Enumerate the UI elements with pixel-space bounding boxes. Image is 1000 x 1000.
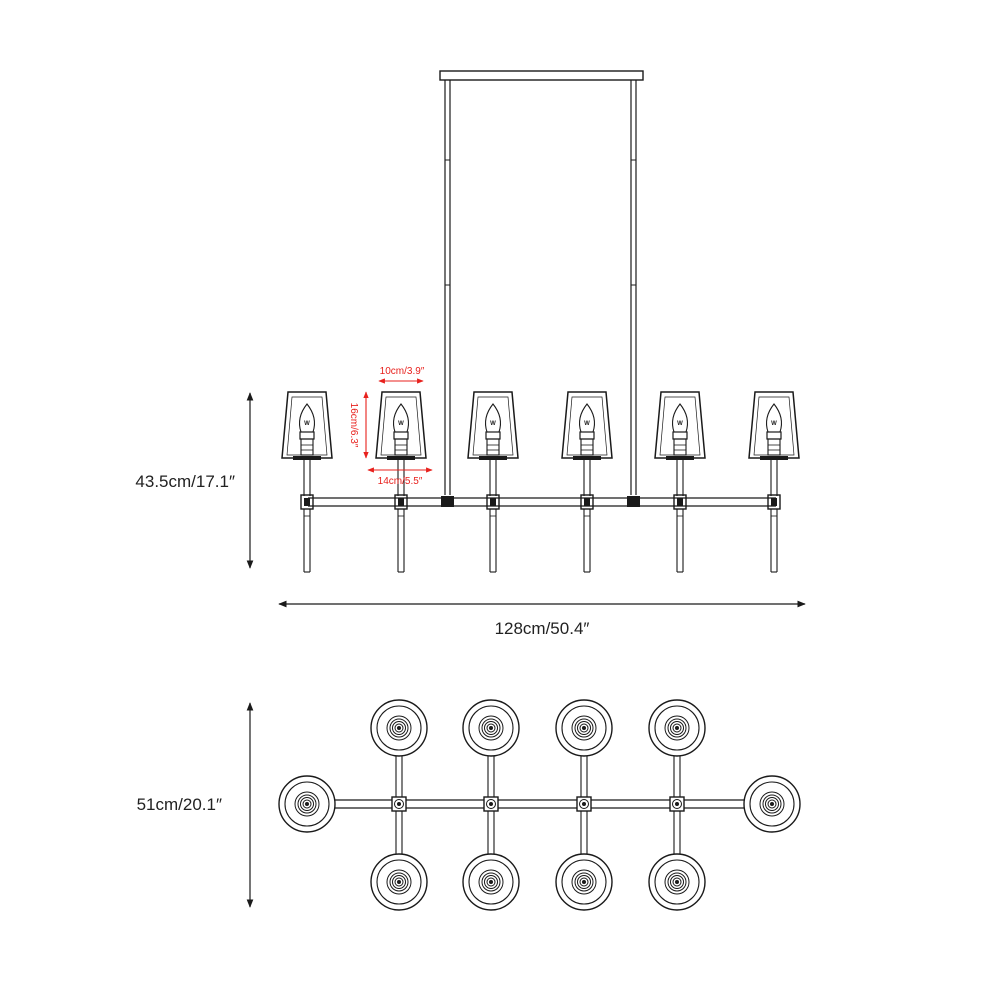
top-cross-arms [395,728,681,882]
rod-joint-left [441,496,454,507]
hub-3 [576,796,592,812]
bulb-mark: W [398,421,404,427]
socket-body [673,438,687,456]
top-plan-view [278,699,801,911]
socket-body [767,438,781,456]
bulb-icon [298,403,316,433]
hub-4 [669,796,685,812]
lamp-arm-6: W [748,391,800,573]
bulb-icon [392,403,410,433]
socket-body [486,438,500,456]
lamp-arm-3: W [467,391,519,573]
cup-end-right [743,775,801,833]
bulb-icon [671,403,689,433]
bulb-mark: W [771,421,777,427]
cup-top-4 [648,699,706,757]
socket-body [300,438,314,456]
shade-collar [387,456,415,460]
lamp-shade-frame [753,396,795,456]
lamp-shade [281,391,333,459]
hub-1 [391,796,407,812]
bulb-mark: W [304,421,310,427]
lamp-shade [375,391,427,459]
hub-2 [483,796,499,812]
shade-collar [760,456,788,460]
bulb-socket [299,431,315,440]
shade-height-label: 16cm/6.3″ [348,403,359,448]
lamp-arm-4: W [561,391,613,573]
shade-top-width-label: 10cm/3.9″ [380,366,425,377]
lamp-shade [654,391,706,459]
bulb-icon [765,403,783,433]
cup-top-2 [462,699,520,757]
cup-bottom-3 [555,853,613,911]
socket-body [394,438,408,456]
bar-joint [394,494,408,510]
lamp-arm-5: W [654,391,706,573]
cup-bottom-4 [648,853,706,911]
overall-length-dimension: 128cm/50.4″ [278,600,806,638]
bulb-socket [485,431,501,440]
bulb-socket [672,431,688,440]
bar-joint [580,494,594,510]
bulb-socket [766,431,782,440]
shade-bottom-width-label: 14cm/5.5″ [378,476,423,487]
lamp-shade-frame [472,396,514,456]
shade-collar [293,456,321,460]
socket-body [580,438,594,456]
shade-collar [479,456,507,460]
overall-width-label: 51cm/20.1″ [137,795,222,814]
bar-joint [673,494,687,510]
bar-joint [300,494,314,510]
lamp-arm-2: W [375,391,427,573]
bulb-icon [578,403,596,433]
top-view-hubs [391,796,685,812]
bulb-socket [393,431,409,440]
horizontal-bar [308,497,776,507]
ceiling-canopy [439,70,644,81]
rod-joint-right [627,496,640,507]
lamp-shade-frame [566,396,608,456]
lamp-shade-frame [380,396,422,456]
lamp-shade-frame [286,396,328,456]
bulb-socket [579,431,595,440]
top-view-cups [278,699,801,911]
lamp-shade [467,391,519,459]
cup-bottom-1 [370,853,428,911]
cup-top-3 [555,699,613,757]
shade-detail-dimensions: 10cm/3.9″ 16cm/6.3″ 14cm/5.5″ [348,366,433,487]
overall-width-dimension: 51cm/20.1″ [137,702,254,908]
overall-length-label: 128cm/50.4″ [495,619,590,638]
bulb-mark: W [677,421,683,427]
overall-height-dimension: 43.5cm/17.1″ [135,392,254,569]
bulb-mark: W [584,421,590,427]
lamp-shade [561,391,613,459]
cup-end-left [278,775,336,833]
suspension-rod-right [630,80,637,495]
lamp-arm-1: W [281,391,333,573]
lamp-shade [748,391,800,459]
lamp-shade-frame [659,396,701,456]
bar-joint [486,494,500,510]
cup-top-1 [370,699,428,757]
bulb-icon [484,403,502,433]
suspension-rod-left [444,80,451,495]
bar-joint [767,494,781,510]
bulb-mark: W [490,421,496,427]
shade-collar [573,456,601,460]
shade-collar [666,456,694,460]
cup-bottom-2 [462,853,520,911]
overall-height-label: 43.5cm/17.1″ [135,472,235,491]
